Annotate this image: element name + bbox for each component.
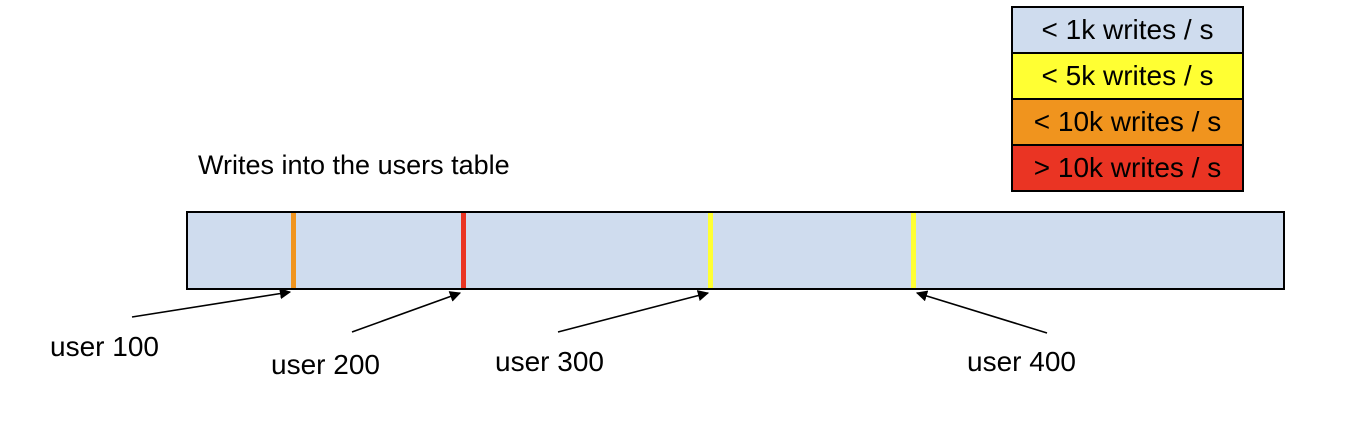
user-label-1: user 100 <box>50 331 159 362</box>
arrow-to-user-200 <box>351 291 462 333</box>
write-hotspot-stripe-1 <box>291 213 296 288</box>
write-hotspot-stripe-4 <box>911 213 916 288</box>
write-hotspot-stripe-3 <box>708 213 713 288</box>
arrow-to-user-300 <box>557 290 710 333</box>
users-table-bar <box>186 211 1285 290</box>
legend-item-label: < 1k writes / s <box>1041 14 1214 45</box>
legend-item-lt-10k: < 10k writes / s <box>1011 98 1244 146</box>
legend-item-label: < 5k writes / s <box>1041 60 1214 91</box>
legend-item-lt-1k: < 1k writes / s <box>1011 6 1244 54</box>
arrow-to-user-100 <box>131 288 292 318</box>
user-label-4: user 400 <box>967 346 1076 377</box>
legend-item-gt-10k: > 10k writes / s <box>1011 144 1244 192</box>
legend: < 1k writes / s < 5k writes / s < 10k writ… <box>1011 6 1244 192</box>
legend-item-lt-5k: < 5k writes / s <box>1011 52 1244 100</box>
user-label-2: user 200 <box>271 349 380 380</box>
legend-item-label: > 10k writes / s <box>1033 152 1222 183</box>
legend-item-label: < 10k writes / s <box>1033 106 1222 137</box>
diagram-title: Writes into the users table <box>198 150 510 180</box>
arrow-to-user-400 <box>915 290 1048 334</box>
write-hotspot-stripe-2 <box>461 213 466 288</box>
user-label-3: user 300 <box>495 346 604 377</box>
